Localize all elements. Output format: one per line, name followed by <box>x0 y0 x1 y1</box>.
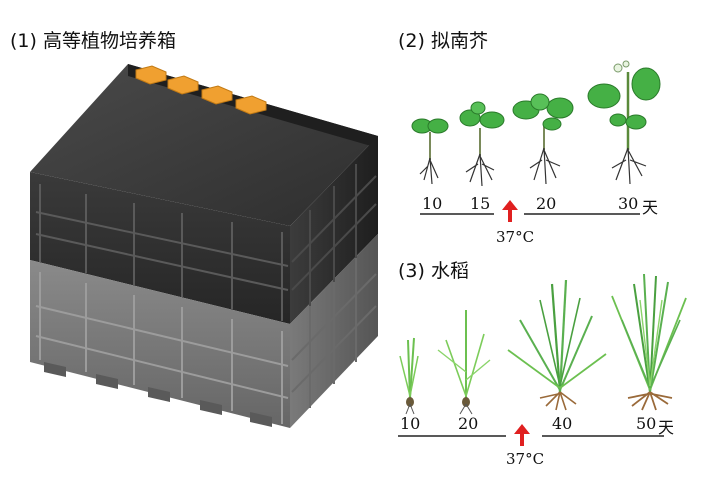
upper-front-grid <box>35 184 289 321</box>
incubator-upper-front <box>30 172 290 324</box>
lower-front-grid <box>35 272 289 424</box>
rice-day-label: 50 <box>636 414 657 433</box>
rice-day-label: 10 <box>400 414 421 433</box>
rice-day-unit: 天 <box>658 418 675 437</box>
rice-heat-arrow-icon <box>514 424 530 446</box>
lower-side-grid <box>291 258 377 408</box>
rice-seedling <box>437 310 491 415</box>
incubator-feet <box>44 362 272 427</box>
arabidopsis-seedling <box>587 60 661 185</box>
vent-row <box>135 65 267 115</box>
arabidopsis-day-label: 10 <box>422 194 443 213</box>
rice-day-label: 20 <box>458 414 479 433</box>
rice-day-label: 40 <box>552 414 573 433</box>
arabidopsis-seedling <box>411 118 449 185</box>
upper-side-grid <box>291 164 377 306</box>
rice-seedling <box>399 337 419 415</box>
vent <box>167 75 199 95</box>
rice-label: (3) 水稻 <box>398 260 469 282</box>
vent <box>135 65 167 85</box>
incubator-lower-front <box>30 260 290 428</box>
arabidopsis-heat-arrow-icon <box>502 200 518 222</box>
rice-temperature: 37°C <box>506 450 545 468</box>
arabidopsis-day-unit: 天 <box>642 198 659 217</box>
arabidopsis-day-label: 15 <box>470 194 491 213</box>
vent <box>235 95 267 115</box>
rice-seedling <box>507 279 607 411</box>
arabidopsis-seedling <box>459 101 505 187</box>
arabidopsis-temperature: 37°C <box>496 228 535 246</box>
incubator-top-face <box>30 64 378 226</box>
vent <box>201 85 233 105</box>
incubator-label: (1) 高等植物培养箱 <box>10 30 176 52</box>
arabidopsis-seedling <box>512 93 574 185</box>
arabidopsis-day-label: 30 <box>618 194 639 213</box>
arabidopsis-day-label: 20 <box>536 194 557 213</box>
arabidopsis-label: (2) 拟南芥 <box>398 30 488 52</box>
rice-seedling <box>611 273 687 411</box>
